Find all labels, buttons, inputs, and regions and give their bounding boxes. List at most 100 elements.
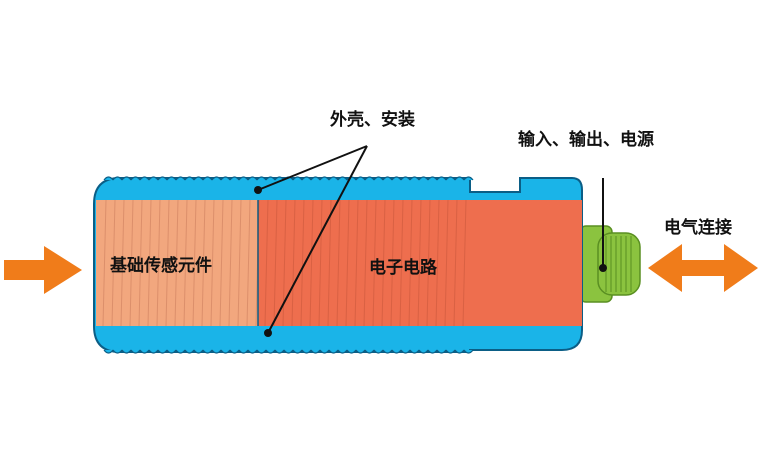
thread-crest	[364, 349, 375, 354]
thread-crest	[175, 176, 186, 181]
thread-line	[408, 199, 413, 327]
housing-label: 外壳、安装	[330, 110, 415, 130]
thread-crest	[328, 349, 339, 354]
thread-crest	[391, 176, 402, 181]
thread-line	[372, 199, 377, 327]
thread-crest	[175, 349, 186, 354]
thread-crest	[148, 349, 159, 354]
thread-line	[354, 199, 359, 327]
thread-line	[264, 199, 269, 327]
thread-line	[327, 199, 332, 327]
thread-line	[363, 199, 368, 327]
thread-crest	[373, 176, 384, 181]
housing-callout-line-b	[267, 145, 368, 334]
thread-crest	[373, 349, 384, 354]
thread-line	[210, 199, 215, 327]
arrow-right-icon	[4, 246, 82, 294]
thread-crest	[256, 349, 267, 354]
thread-crest	[355, 349, 366, 354]
thread-line	[120, 199, 125, 327]
thread-crest	[400, 349, 411, 354]
thread-crest	[184, 176, 195, 181]
thread-crest	[436, 176, 447, 181]
thread-crest	[130, 176, 141, 181]
thread-line	[102, 199, 107, 327]
thread-crest	[220, 176, 231, 181]
thread-crest	[409, 176, 420, 181]
thread-line	[138, 199, 143, 327]
thread-line	[201, 199, 206, 327]
thread-crest	[238, 349, 249, 354]
thread-crest	[328, 176, 339, 181]
thread-line	[318, 199, 323, 327]
thread-crest	[211, 349, 222, 354]
thread-crest	[166, 176, 177, 181]
thread-crest	[283, 349, 294, 354]
thread-line	[291, 199, 296, 327]
thread-line	[111, 199, 116, 327]
thread-crest	[409, 349, 420, 354]
thread-crest	[220, 349, 231, 354]
double-arrow-icon	[648, 244, 758, 292]
electronic-circuit	[258, 200, 582, 326]
thread-line	[156, 199, 161, 327]
thread-crest	[337, 349, 348, 354]
connector-threads	[605, 236, 632, 292]
thread-crest	[310, 176, 321, 181]
thread-crest	[265, 176, 276, 181]
thread-crest	[319, 349, 330, 354]
thread-crest	[463, 349, 474, 354]
thread-line	[246, 199, 251, 327]
thread-crest	[121, 349, 132, 354]
thread-line	[183, 199, 188, 327]
thread-crest	[238, 176, 249, 181]
thread-crest	[382, 176, 393, 181]
thread-crest	[229, 349, 240, 354]
thread-crest	[454, 176, 465, 181]
thread-line	[228, 199, 233, 327]
thread-crest	[427, 349, 438, 354]
thread-line	[453, 199, 458, 327]
thread-line	[219, 199, 224, 327]
thread-crest	[139, 349, 150, 354]
thread-line	[165, 199, 170, 327]
thread-line	[426, 199, 431, 327]
thread-top	[103, 176, 474, 181]
housing-callout-line-a	[257, 145, 368, 191]
thread-bottom	[103, 349, 474, 354]
thread-crest	[292, 349, 303, 354]
connector-callout-dot	[599, 264, 607, 272]
housing-callout-dot-bottom	[264, 329, 272, 337]
thread-crest	[157, 176, 168, 181]
thread-crest	[121, 176, 132, 181]
thread-inner	[102, 199, 467, 327]
thread-crest	[112, 349, 123, 354]
thread-line	[237, 199, 242, 327]
thread-crest	[265, 349, 276, 354]
thread-crest	[139, 176, 150, 181]
thread-line	[147, 199, 152, 327]
thread-crest	[400, 176, 411, 181]
thread-line	[345, 199, 350, 327]
thread-crest	[418, 349, 429, 354]
thread-crest	[454, 349, 465, 354]
thread-crest	[463, 176, 474, 181]
thread-crest	[103, 349, 114, 354]
thread-crest	[292, 176, 303, 181]
thread-crest	[247, 349, 258, 354]
thread-crest	[166, 349, 177, 354]
thread-crest	[274, 349, 285, 354]
thread-crest	[148, 176, 159, 181]
thread-line	[309, 199, 314, 327]
thread-line	[435, 199, 440, 327]
thread-line	[255, 199, 260, 327]
thread-crest	[193, 176, 204, 181]
thread-crest	[346, 349, 357, 354]
thread-crest	[193, 349, 204, 354]
thread-crest	[445, 176, 456, 181]
thread-crest	[301, 176, 312, 181]
sensing-element	[96, 200, 258, 326]
io-power-label: 输入、输出、电源	[518, 130, 654, 150]
thread-crest	[427, 176, 438, 181]
thread-crest	[355, 176, 366, 181]
